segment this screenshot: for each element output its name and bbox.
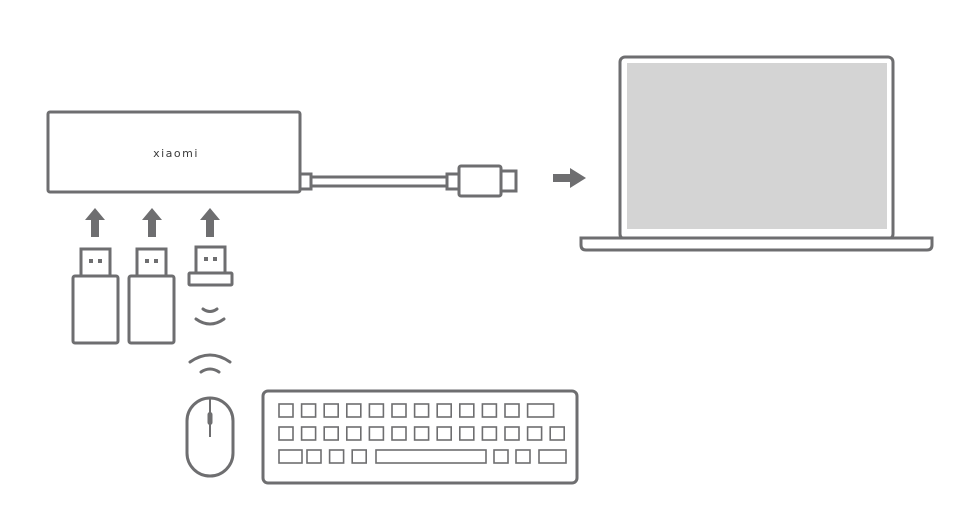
keyboard-key (481, 403, 498, 418)
usb-flash-drive (71, 247, 120, 345)
usb-hub: xiaomi (46, 110, 302, 194)
keyboard-key (368, 426, 385, 441)
keyboard-key (458, 403, 475, 418)
keyboard-key (538, 449, 567, 464)
keyboard-key (436, 403, 453, 418)
keyboard-key (323, 403, 340, 418)
keyboard-key (515, 449, 531, 464)
keyboard-key (504, 426, 520, 441)
hub-brand-label: xiaomi (153, 147, 199, 160)
keyboard-key (504, 403, 520, 418)
keyboard-key (278, 449, 303, 464)
arrow-right-icon (553, 168, 586, 188)
keyboard-key (323, 426, 340, 441)
keyboard-key (391, 403, 407, 418)
keyboard-key (458, 426, 475, 441)
laptop-screen (627, 63, 887, 229)
keyboard-key (413, 426, 430, 441)
keyboard-key (481, 426, 498, 441)
wireless-receiver (187, 245, 234, 287)
keyboard-key (300, 403, 317, 418)
keyboard-key (436, 426, 453, 441)
wireless-signal-icon (188, 353, 232, 374)
arrow-up-icon (200, 208, 220, 237)
keyboard-key (345, 403, 362, 418)
keyboard-key (278, 403, 294, 418)
keyboard-key (300, 426, 317, 441)
keyboard-key (345, 426, 362, 441)
keyboard-key (526, 426, 543, 441)
keyboard-key (306, 449, 322, 464)
keyboard-key (493, 449, 509, 464)
keyboard-key (391, 426, 407, 441)
keyboard-key (413, 403, 430, 418)
keyboard (261, 389, 579, 485)
keyboard-key (278, 426, 294, 441)
arrow-up-icon (142, 208, 162, 237)
mouse (185, 396, 235, 478)
keyboard-key (351, 449, 368, 464)
wireless-signal-icon (194, 307, 226, 326)
arrow-up-icon (85, 208, 105, 237)
keyboard-key (375, 449, 487, 464)
keyboard-key (549, 426, 566, 441)
laptop (579, 55, 934, 252)
keyboard-key (526, 403, 555, 418)
usb-flash-drive (127, 247, 176, 345)
usb-c-cable (298, 164, 518, 198)
keyboard-key (328, 449, 345, 464)
keyboard-key (368, 403, 385, 418)
